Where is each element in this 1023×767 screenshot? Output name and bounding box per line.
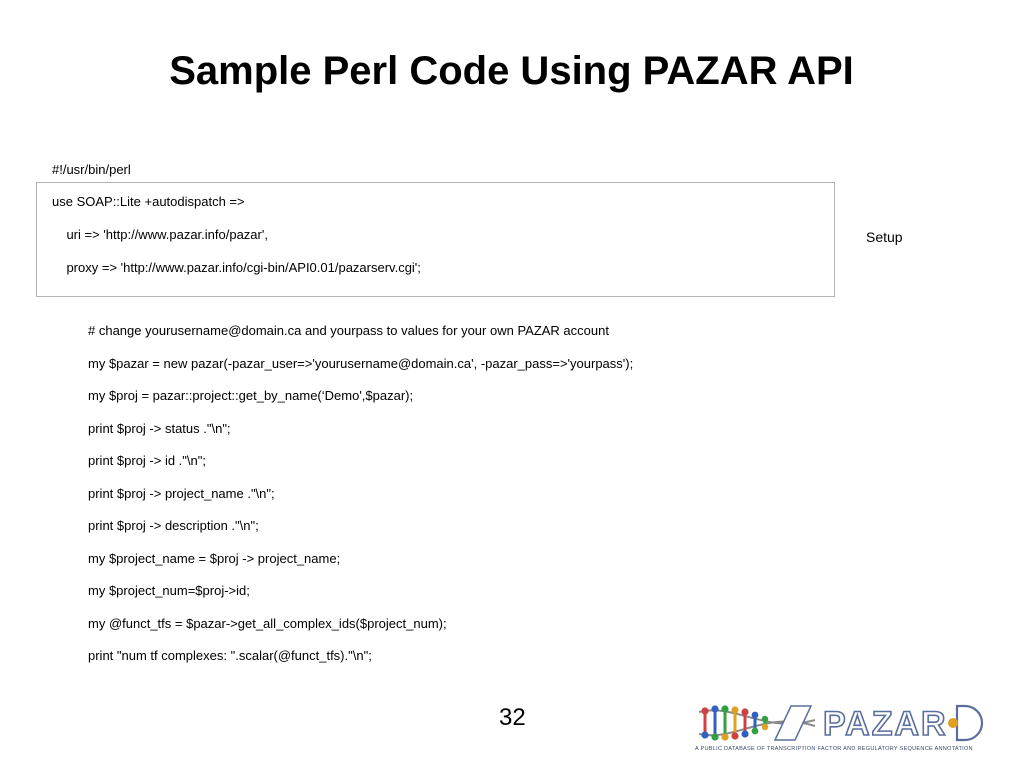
code-line: # change yourusername@domain.ca and your… [88, 323, 609, 338]
logo-end-icon [948, 704, 984, 742]
code-line: my $proj = pazar::project::get_by_name(‘… [88, 388, 414, 403]
code-line: my @funct_tfs = $pazar->get_all_complex_… [88, 615, 447, 631]
code-line: print $proj -> id ."\n"; [88, 453, 206, 468]
pazar-logo-graphic: PAZAR [698, 704, 984, 744]
code-line: print $proj -> description ."\n"; [88, 518, 259, 533]
code-line: print $proj -> project_name ."\n"; [88, 485, 275, 501]
setup-label: Setup [866, 229, 903, 245]
setup-code-line: use SOAP::Lite +autodispatch => [52, 194, 245, 209]
code-block: # change yourusername@domain.ca and your… [88, 322, 633, 680]
dna-helix-icon [698, 705, 816, 741]
code-line: my $project_name = $proj -> project_name… [88, 550, 341, 566]
page-number: 32 [499, 704, 526, 731]
setup-code-box: use SOAP::Lite +autodispatch => uri => '… [36, 182, 835, 297]
setup-code-line: uri => 'http://www.pazar.info/pazar', [52, 227, 268, 242]
logo-tagline: A PUBLIC DATABASE OF TRANSCRIPTION FACTO… [695, 746, 973, 752]
setup-code-line: proxy => 'http://www.pazar.info/cgi-bin/… [52, 260, 421, 275]
logo-slash-shape [773, 705, 813, 741]
code-line: print "num tf complexes: ".scalar(@funct… [88, 648, 372, 663]
code-line: print $proj -> status ."\n"; [88, 420, 231, 436]
logo-wordmark: PAZAR [823, 705, 948, 743]
pazar-logo: PAZAR A PUBLIC DATABASE OF TRANSCRIPTION… [695, 700, 985, 756]
shebang-line: #!/usr/bin/perl [52, 162, 131, 177]
code-line: my $project_num=$proj->id; [88, 583, 250, 598]
code-line: my $pazar = new pazar(-pazar_user=>'your… [88, 355, 634, 371]
slide-title: Sample Perl Code Using PAZAR API [169, 49, 854, 93]
